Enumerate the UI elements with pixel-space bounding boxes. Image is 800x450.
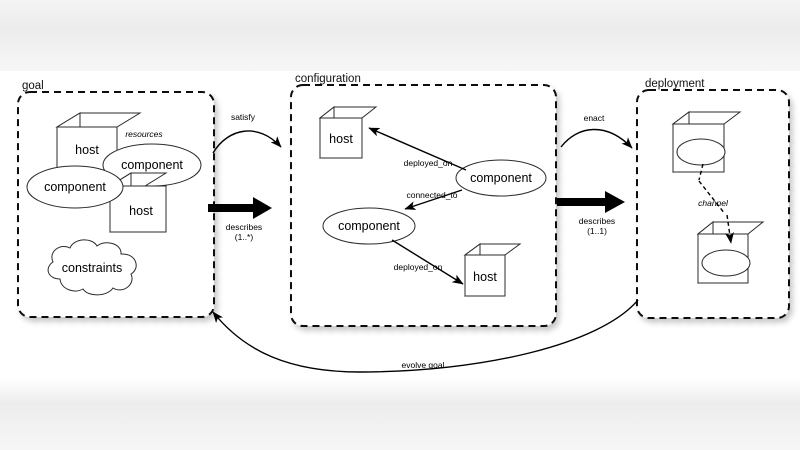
goal-host-top-label: host [75,143,99,157]
config-deployed-on-bottom-label: deployed_on [394,262,443,272]
config-component-ellipse-bottom[interactable]: component [322,207,416,245]
edge-describes-1n: describes (1..*) [208,197,272,242]
edge-describes-11: describes (1..1) [557,191,625,236]
edge-evolve-goal: evolve goal [212,299,639,373]
deployment-cube-top[interactable] [671,111,742,173]
config-component-bottom-label: component [338,219,400,233]
config-host-cube-bottom[interactable]: host [463,243,522,297]
satisfy-label: satisfy [231,112,256,122]
deployment-edge-channel: channel [698,163,731,243]
config-edge-connected-to: connected_to [404,189,463,210]
config-connected-to-label: connected_to [406,190,457,200]
evolve-goal-label: evolve goal [401,360,444,370]
goal-constraints-cloud[interactable]: constraints [47,239,137,296]
goal-component-ellipse-left[interactable]: component [26,165,124,209]
describes-11-cardinality: (1..1) [587,226,607,236]
describes-11-label: describes [579,216,615,226]
describes-1n-label: describes [226,222,262,232]
config-host-bottom-label: host [473,270,497,284]
goal-host-bottom-label: host [129,204,153,218]
edge-enact: enact [560,113,633,149]
letterbox-top [0,0,800,71]
config-deployed-on-top-label: deployed_on [404,158,453,168]
config-component-ellipse-top[interactable]: component [455,159,547,197]
config-host-cube-top[interactable]: host [318,105,378,160]
goal-constraints-label: constraints [62,261,122,275]
goal-component-left-label: component [44,180,106,194]
config-edge-deployed-on-top: deployed_on [368,127,467,171]
edge-satisfy: satisfy [212,112,282,154]
config-edge-deployed-on-bottom: deployed_on [391,239,464,285]
panel-goal-label: goal [22,80,44,92]
goal-component-right-label: component [121,158,183,172]
panel-configuration-label: configuration [295,73,361,85]
panel-deployment-label: deployment [645,78,705,90]
describes-1n-cardinality: (1..*) [235,232,254,242]
config-host-top-label: host [329,132,353,146]
enact-label: enact [584,113,605,123]
deployment-channel-label: channel [698,198,729,208]
goal-resources-annotation: resources [125,129,163,139]
letterbox-bottom [0,378,800,450]
config-component-top-label: component [470,171,532,185]
